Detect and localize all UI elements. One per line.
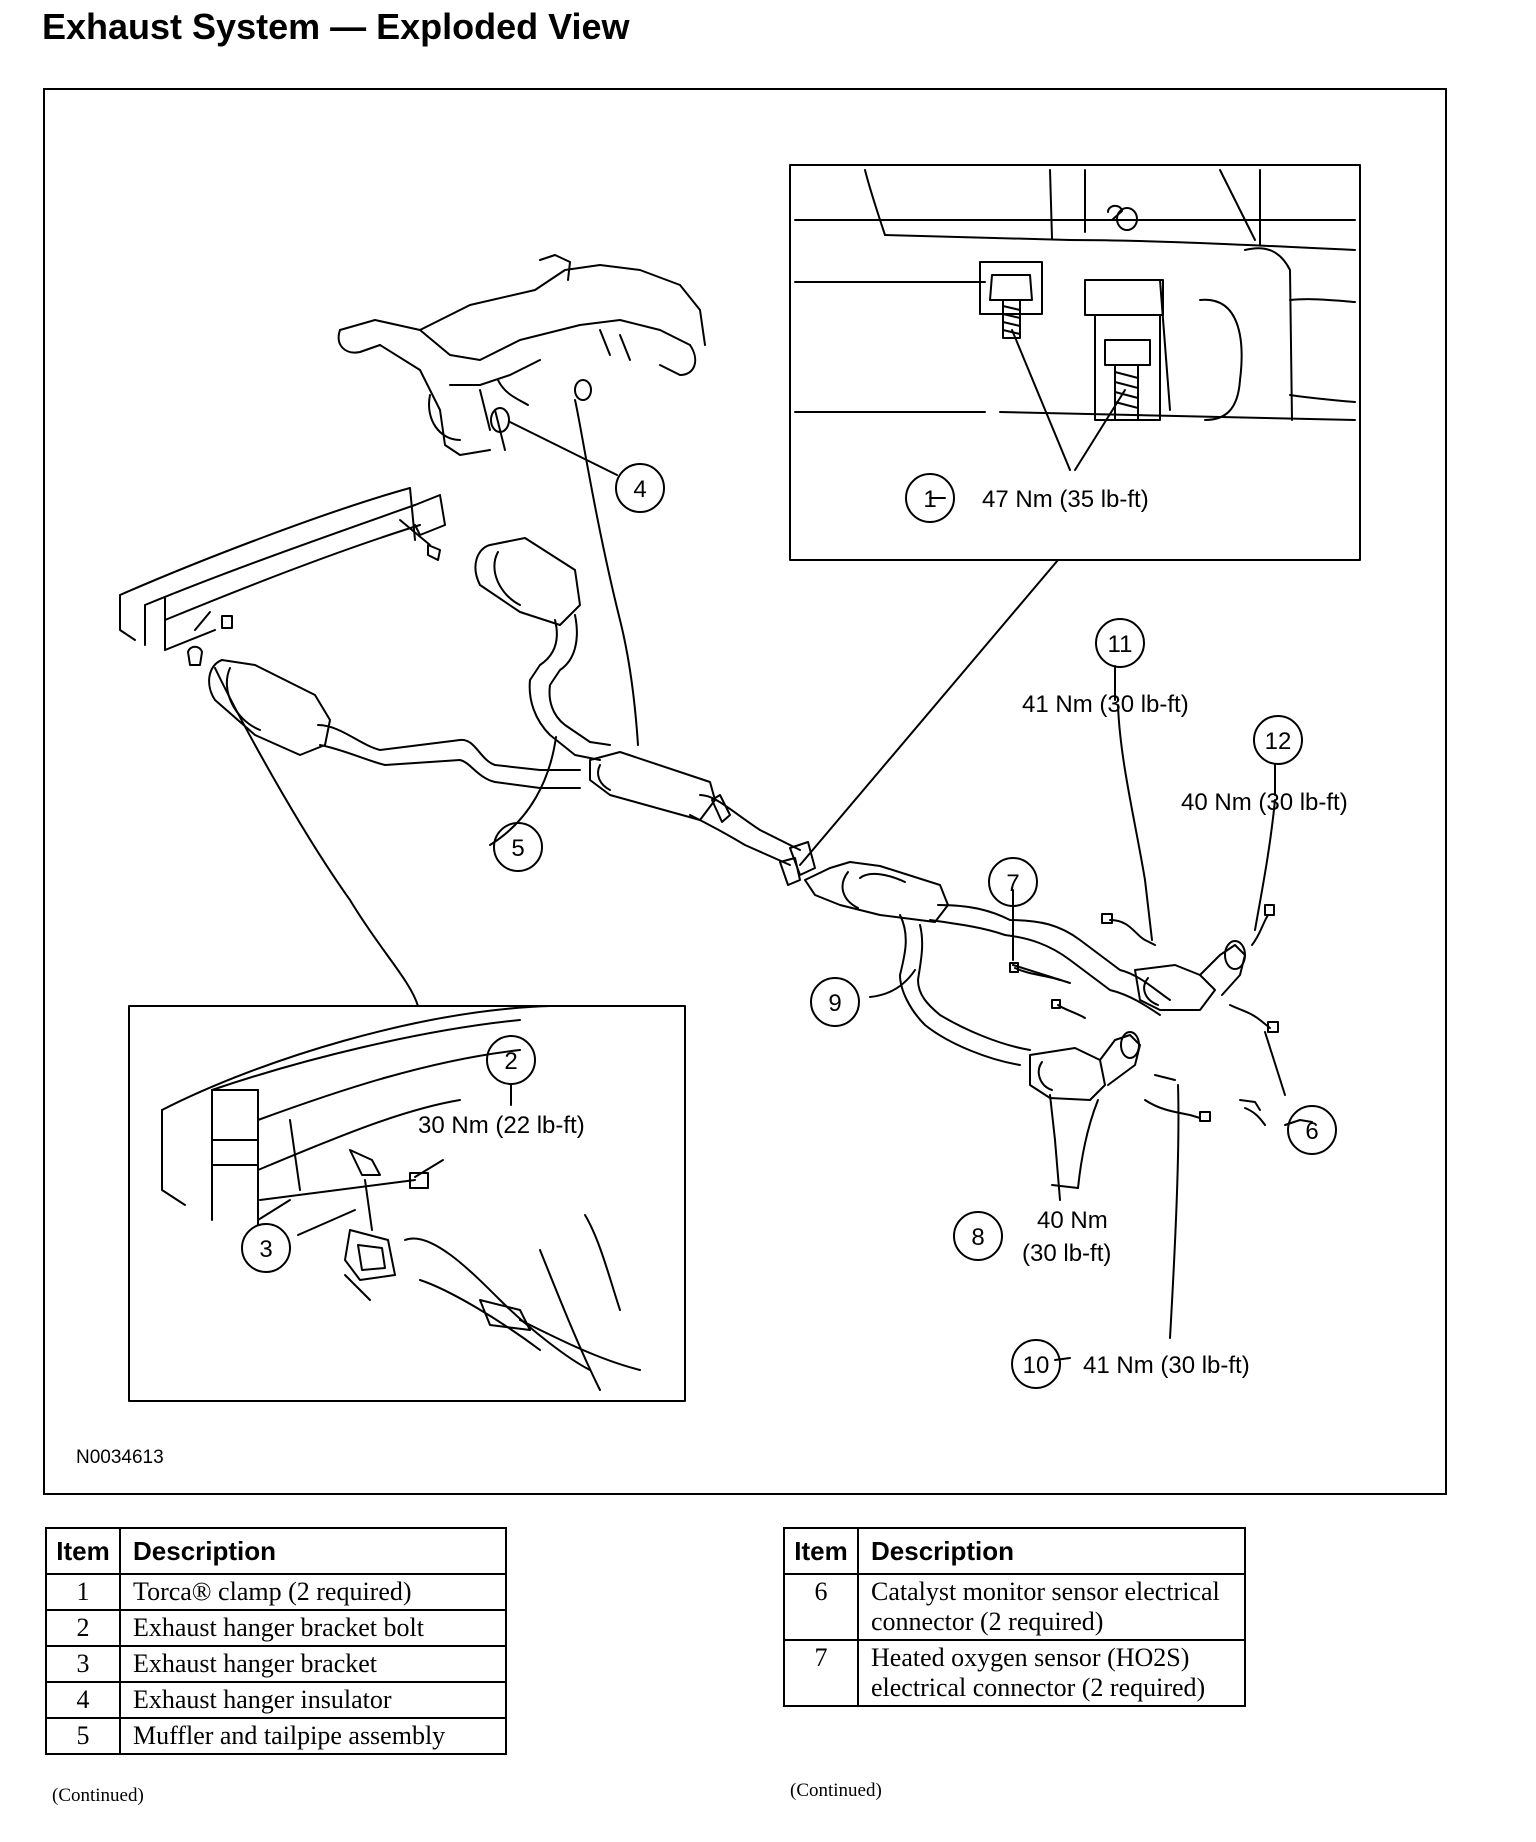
torque-spec-1: 47 Nm (35 lb-ft) xyxy=(982,486,1149,513)
column-header-item: Item xyxy=(783,1527,859,1575)
diagram-frame xyxy=(43,88,1447,1495)
callout-5-circle xyxy=(493,822,543,872)
callout-2-number: 2 xyxy=(504,1048,517,1075)
resonator xyxy=(589,751,816,886)
callout-5-number: 5 xyxy=(511,835,524,862)
callout-11-circle xyxy=(1095,618,1145,668)
inset-frame-clamp xyxy=(789,164,1361,561)
item-number: 1 xyxy=(45,1573,121,1611)
torque-spec-8-line2: (30 lb-ft) xyxy=(1022,1240,1111,1267)
item-description: Torca® clamp (2 required) xyxy=(119,1573,507,1611)
callout-2-circle xyxy=(486,1035,536,1085)
item-number: 6 xyxy=(783,1573,859,1641)
hanger-insulator-right xyxy=(427,544,441,561)
item-description: Heated oxygen sensor (HO2S) electrical c… xyxy=(857,1639,1246,1707)
continued-note-right: (Continued) xyxy=(790,1780,882,1801)
torque-spec-8-line1: 40 Nm xyxy=(1037,1207,1108,1234)
callout-12-circle xyxy=(1253,715,1303,765)
torque-spec-2: 30 Nm (22 lb-ft) xyxy=(418,1112,585,1139)
callout-1-circle xyxy=(905,473,955,523)
item-description: Exhaust hanger bracket xyxy=(119,1645,507,1683)
callout-9-number: 9 xyxy=(828,990,841,1017)
item-number: 2 xyxy=(45,1609,121,1647)
column-header-item: Item xyxy=(45,1527,121,1575)
callout-4-circle xyxy=(615,463,665,513)
item-description: Catalyst monitor sensor electrical conne… xyxy=(857,1573,1246,1641)
callout-3-circle xyxy=(241,1223,291,1273)
hanger-detail-drawing xyxy=(161,1005,641,1391)
callout-3-number: 3 xyxy=(259,1236,272,1263)
callout-6-circle xyxy=(1287,1105,1337,1155)
table-header-row: Item Description xyxy=(45,1527,507,1575)
item-description: Exhaust hanger bracket bolt xyxy=(119,1609,507,1647)
figure-id: N0034613 xyxy=(76,1447,164,1468)
callout-8-number: 8 xyxy=(971,1224,984,1251)
muffler-left xyxy=(208,659,581,789)
callout-8-circle xyxy=(953,1211,1003,1261)
leader-lines xyxy=(214,399,1313,1361)
callout-4-number: 4 xyxy=(633,476,646,503)
column-header-description: Description xyxy=(857,1527,1246,1575)
page-title: Exhaust System — Exploded View xyxy=(42,6,630,47)
sensors-connectors xyxy=(1009,904,1279,1122)
hanger-insulator-left xyxy=(187,645,203,666)
column-header-description: Description xyxy=(119,1527,507,1575)
torque-spec-12: 40 Nm (30 lb-ft) xyxy=(1181,789,1348,816)
continued-note-left: (Continued) xyxy=(52,1785,144,1806)
callout-10-number: 10 xyxy=(1023,1352,1050,1379)
callout-10-circle xyxy=(1011,1339,1061,1389)
callout-9-circle xyxy=(810,977,860,1027)
torque-spec-11: 41 Nm (30 lb-ft) xyxy=(1022,691,1189,718)
rear-bumper-beam xyxy=(119,487,446,651)
callout-12-number: 12 xyxy=(1265,728,1292,755)
item-number: 7 xyxy=(783,1639,859,1707)
callout-7-circle xyxy=(988,857,1038,907)
item-number: 4 xyxy=(45,1681,121,1719)
callout-6-number: 6 xyxy=(1305,1118,1318,1145)
callout-11-number: 11 xyxy=(1108,631,1133,658)
item-number: 3 xyxy=(45,1645,121,1683)
inset-frame-hanger xyxy=(128,1005,686,1402)
catalytic-converter-pipes xyxy=(804,861,1246,1101)
clamp-detail-drawing xyxy=(794,169,1356,499)
torque-spec-10: 41 Nm (30 lb-ft) xyxy=(1083,1352,1250,1379)
item-description: Muffler and tailpipe assembly xyxy=(119,1717,507,1755)
item-description: Exhaust hanger insulator xyxy=(119,1681,507,1719)
callout-7-number: 7 xyxy=(1006,870,1019,897)
rear-subframe xyxy=(337,254,706,456)
muffler-right xyxy=(474,537,611,761)
table-header-row: Item Description xyxy=(783,1527,1246,1575)
item-number: 5 xyxy=(45,1717,121,1755)
callout-1-number: 1 xyxy=(923,486,936,513)
